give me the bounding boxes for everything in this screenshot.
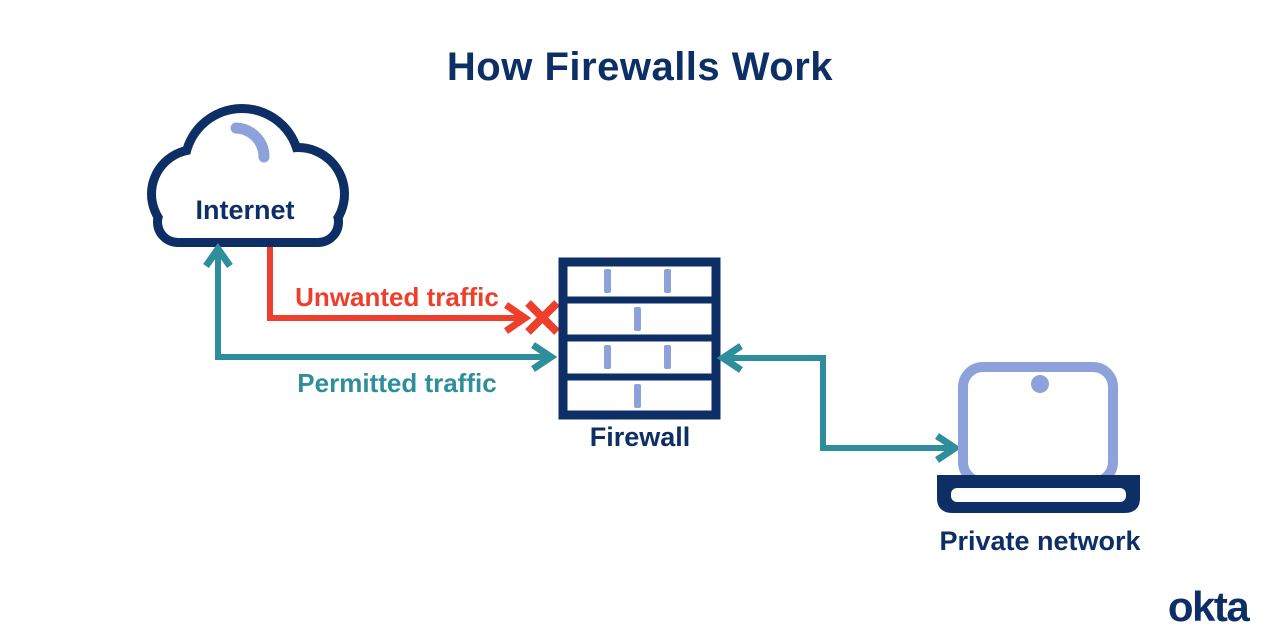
permitted-arrowhead-up-icon	[203, 242, 233, 269]
permitted-traffic-label: Permitted traffic	[297, 368, 496, 398]
unwanted-traffic-label: Unwanted traffic	[295, 282, 499, 312]
brick-joint-ticks	[604, 269, 671, 408]
signal-arc-icon	[230, 122, 270, 163]
firewall-node: Firewall	[558, 257, 721, 452]
unwanted-traffic-arrow-line	[267, 247, 520, 321]
private-network-node: Private network	[937, 362, 1142, 556]
link-arrowhead-right-icon	[935, 433, 962, 463]
cloud-icon	[147, 104, 349, 247]
private-network-link-flow	[716, 343, 962, 463]
unwanted-arrowhead-icon	[504, 302, 532, 334]
internet-label: Internet	[195, 195, 294, 225]
internet-node: Internet	[147, 104, 349, 247]
permitted-traffic-flow: Permitted traffic	[203, 242, 558, 398]
permitted-traffic-arrow-line	[215, 252, 546, 360]
page-title: How Firewalls Work	[447, 45, 833, 89]
permitted-arrowhead-right-icon	[531, 342, 558, 372]
unwanted-traffic-flow: Unwanted traffic	[267, 247, 560, 335]
firewall-label: Firewall	[590, 422, 691, 452]
laptop-base-slot	[951, 488, 1126, 502]
private-link-line	[728, 355, 950, 451]
blocked-x-icon	[525, 300, 560, 335]
link-arrowhead-left-icon	[716, 343, 743, 373]
laptop-icon	[937, 362, 1140, 513]
private-network-label: Private network	[939, 526, 1141, 556]
okta-logo: okta	[1168, 583, 1251, 630]
brick-wall-icon	[558, 257, 721, 420]
camera-dot-icon	[1031, 375, 1049, 393]
